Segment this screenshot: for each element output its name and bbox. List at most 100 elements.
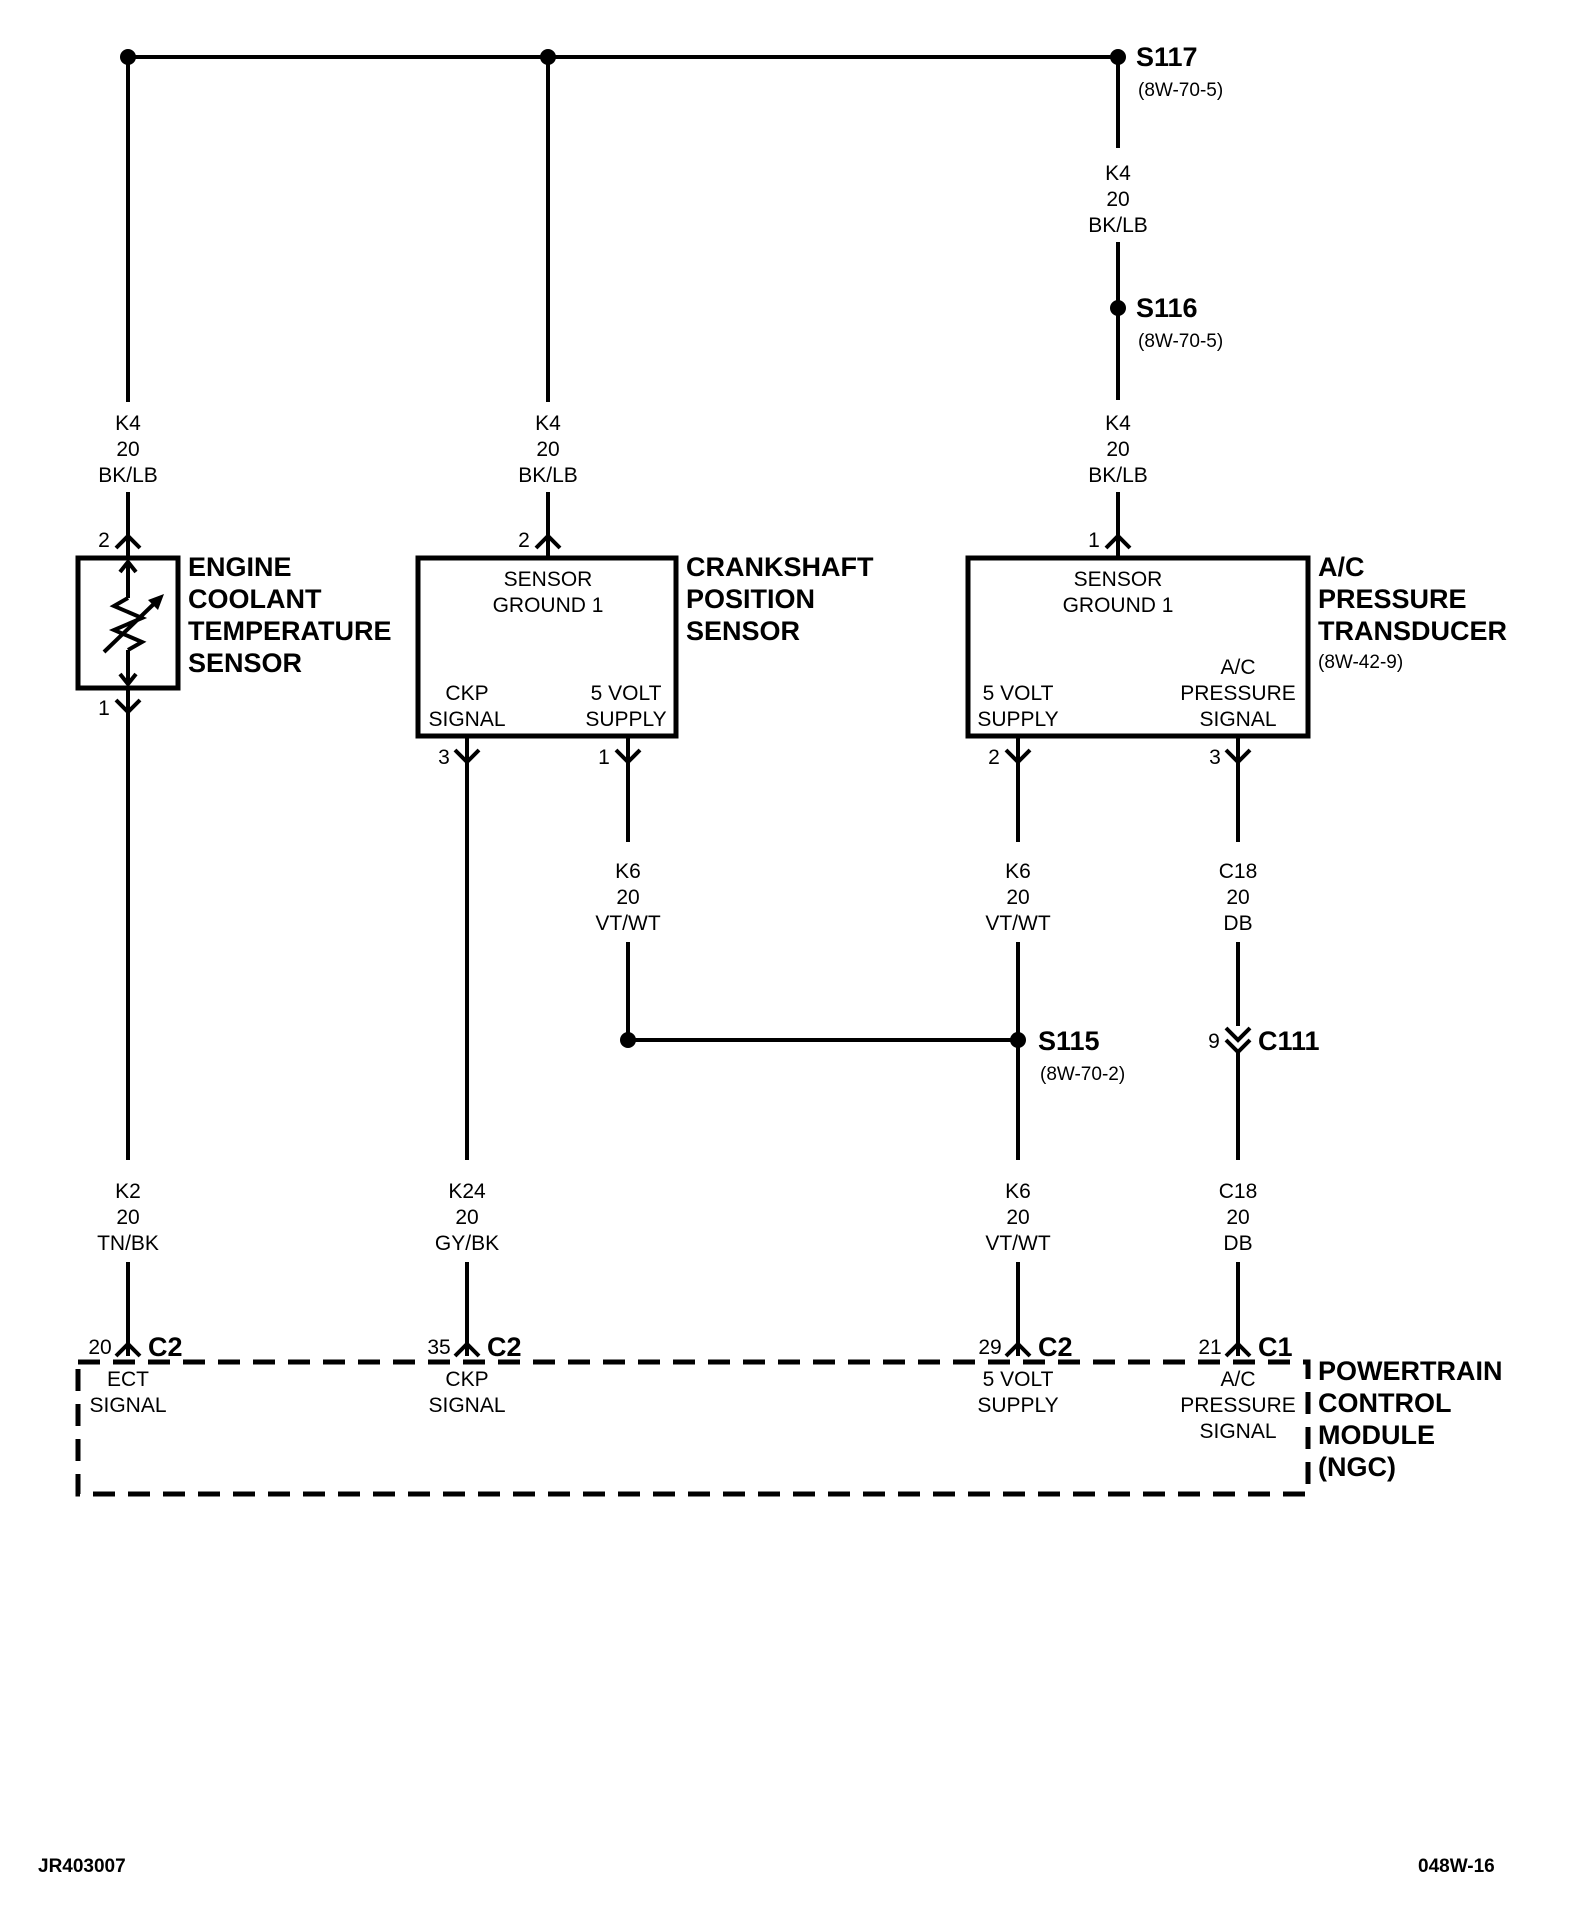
svg-text:SENSOR: SENSOR [188, 648, 302, 678]
ckp-signal-label: SIGNAL [428, 708, 505, 731]
pcm-ckp-label: CKP [445, 1368, 488, 1391]
wire-label-k6-pcm: K6 20 VT/WT [985, 1180, 1050, 1255]
inline-connector-pin: 9 [1208, 1030, 1220, 1053]
svg-text:DB: DB [1223, 912, 1252, 935]
pin-symbol-ac-ground [1104, 533, 1132, 558]
svg-text:A/C: A/C [1318, 552, 1365, 582]
svg-text:20: 20 [1106, 188, 1129, 211]
pin-number: 3 [438, 746, 450, 769]
svg-text:C18: C18 [1219, 860, 1258, 883]
ac-pressure-transducer [965, 555, 1311, 739]
svg-text:TEMPERATURE: TEMPERATURE [188, 616, 392, 646]
pcm-ect-label: ECT [107, 1368, 149, 1391]
pin-symbol-ect-bottom [114, 688, 142, 715]
svg-text:K6: K6 [1005, 860, 1031, 883]
pcm-ac-label: SIGNAL [1199, 1420, 1276, 1443]
pcm-5v-label: 5 VOLT [983, 1368, 1054, 1391]
svg-text:20: 20 [536, 438, 559, 461]
wire-label-c18-upper: C18 20 DB [1219, 860, 1258, 935]
ac-ground-label: SENSOR [1074, 568, 1163, 591]
pin-number: 2 [98, 529, 110, 552]
wire-label-k24-ckp: K24 20 GY/BK [435, 1180, 499, 1255]
pcm-ckp-label: SIGNAL [428, 1394, 505, 1417]
pcm-ac-label: PRESSURE [1180, 1394, 1296, 1417]
figure-id-right: 048W-16 [1418, 1856, 1495, 1877]
ac-transducer-title: A/C PRESSURE TRANSDUCER [1318, 552, 1507, 646]
svg-text:CRANKSHAFT: CRANKSHAFT [686, 552, 874, 582]
svg-text:K6: K6 [1005, 1180, 1031, 1203]
powertrain-control-module [75, 1359, 1311, 1497]
svg-text:POWERTRAIN: POWERTRAIN [1318, 1356, 1503, 1386]
svg-text:20: 20 [1006, 1206, 1029, 1229]
svg-text:C18: C18 [1219, 1180, 1258, 1203]
figure-id-left: JR403007 [38, 1856, 126, 1877]
ect-sensor-title: ENGINE COOLANT TEMPERATURE SENSOR [188, 552, 392, 678]
pcm-ect-label: SIGNAL [89, 1394, 166, 1417]
pcm-connector-ac [1224, 1334, 1252, 1358]
svg-text:TN/BK: TN/BK [97, 1232, 159, 1255]
wire-label-c18-lower: C18 20 DB [1219, 1180, 1258, 1255]
ckp-ground-label: SENSOR [504, 568, 593, 591]
pin-symbol-ac-supply [1004, 736, 1032, 765]
svg-text:BK/LB: BK/LB [1088, 464, 1148, 487]
svg-text:SENSOR: SENSOR [686, 616, 800, 646]
pin-number: 2 [518, 529, 530, 552]
ckp-signal-label: CKP [445, 682, 488, 705]
svg-text:K4: K4 [535, 412, 561, 435]
svg-text:CONTROL: CONTROL [1318, 1388, 1451, 1418]
pin-number: 1 [598, 746, 610, 769]
wire-label-k4-ac: K4 20 BK/LB [1088, 412, 1148, 487]
pcm-pin-number: 35 [427, 1336, 450, 1359]
pin-symbol-ac-signal [1224, 736, 1252, 765]
svg-text:20: 20 [616, 886, 639, 909]
wire-label-k6-ac: K6 20 VT/WT [985, 860, 1050, 935]
ckp-sensor-title: CRANKSHAFT POSITION SENSOR [686, 552, 874, 646]
wire-label-k4-ckp: K4 20 BK/LB [518, 412, 578, 487]
svg-text:ENGINE: ENGINE [188, 552, 292, 582]
ckp-supply-label: SUPPLY [585, 708, 666, 731]
ac-transducer-ref: (8W-42-9) [1318, 652, 1403, 673]
pin-number: 3 [1209, 746, 1221, 769]
svg-text:20: 20 [1226, 1206, 1249, 1229]
svg-text:MODULE: MODULE [1318, 1420, 1435, 1450]
pin-symbol-ect-top [114, 533, 142, 558]
pin-symbol-ckp-signal [453, 736, 481, 765]
pin-number: 1 [98, 697, 110, 720]
pin-number: 2 [988, 746, 1000, 769]
svg-text:20: 20 [116, 438, 139, 461]
svg-text:DB: DB [1223, 1232, 1252, 1255]
svg-text:K24: K24 [448, 1180, 486, 1203]
wire-label-k6-ckp: K6 20 VT/WT [595, 860, 660, 935]
wire-label-k4-upper: K4 20 BK/LB [1088, 162, 1148, 237]
ect-sensor [75, 555, 181, 691]
ckp-ground-label: GROUND 1 [493, 594, 604, 617]
pcm-pin-number: 20 [88, 1336, 111, 1359]
svg-text:VT/WT: VT/WT [595, 912, 660, 935]
pcm-pin-number: 21 [1198, 1336, 1221, 1359]
svg-text:TRANSDUCER: TRANSDUCER [1318, 616, 1507, 646]
pcm-connector-name: C2 [487, 1332, 522, 1362]
svg-text:20: 20 [116, 1206, 139, 1229]
svg-text:PRESSURE: PRESSURE [1318, 584, 1467, 614]
svg-text:VT/WT: VT/WT [985, 912, 1050, 935]
ac-supply-label: SUPPLY [977, 708, 1058, 731]
ground-bus [120, 49, 1126, 65]
svg-text:20: 20 [1106, 438, 1129, 461]
svg-text:(NGC): (NGC) [1318, 1452, 1396, 1482]
splice-dot [620, 1032, 636, 1048]
splice-s116-label: S116 [1136, 293, 1198, 323]
pcm-connector-name: C2 [1038, 1332, 1073, 1362]
pcm-connector-ect [114, 1334, 142, 1358]
ac-supply-label: 5 VOLT [983, 682, 1054, 705]
pcm-connector-ckp [453, 1334, 481, 1358]
inline-connector-c111 [1224, 1026, 1252, 1055]
ac-signal-label: SIGNAL [1199, 708, 1276, 731]
svg-text:K4: K4 [1105, 412, 1131, 435]
svg-text:K2: K2 [115, 1180, 141, 1203]
ckp-supply-label: 5 VOLT [591, 682, 662, 705]
svg-text:BK/LB: BK/LB [98, 464, 158, 487]
pcm-ac-label: A/C [1220, 1368, 1255, 1391]
svg-text:K4: K4 [1105, 162, 1131, 185]
svg-text:BK/LB: BK/LB [1088, 214, 1148, 237]
